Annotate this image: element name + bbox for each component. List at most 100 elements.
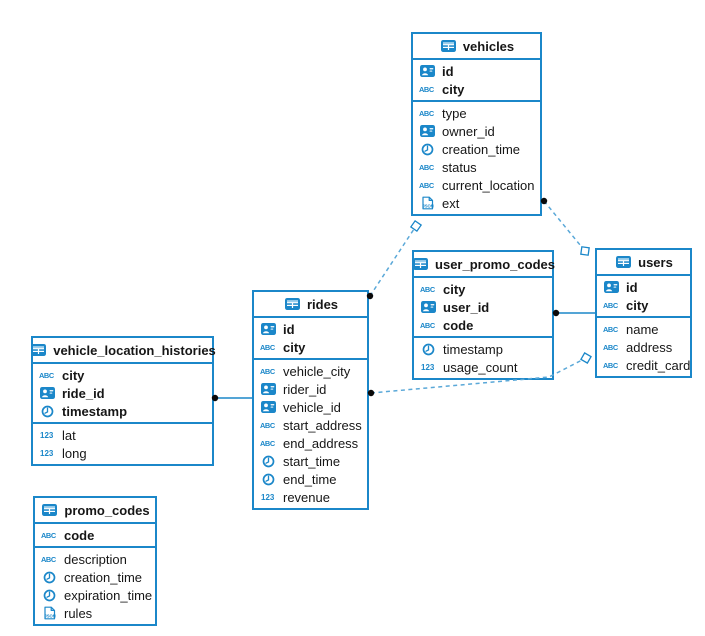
table-header[interactable]: users bbox=[597, 250, 690, 276]
svg-text:ABC: ABC bbox=[41, 555, 57, 564]
field-row-user_id[interactable]: user_id bbox=[414, 298, 552, 316]
field-name: end_time bbox=[283, 471, 337, 487]
svg-text:ABC: ABC bbox=[420, 285, 436, 294]
field-row-usage_count[interactable]: 123 usage_count bbox=[414, 358, 552, 376]
table-icon bbox=[40, 504, 59, 516]
field-row-id[interactable]: id bbox=[597, 278, 690, 296]
table-header[interactable]: user_promo_codes bbox=[413, 252, 555, 278]
field-name: description bbox=[64, 551, 127, 567]
id-badge-icon bbox=[602, 281, 621, 293]
field-name: ext bbox=[442, 195, 460, 211]
field-row-creation_time[interactable]: creation_time bbox=[413, 140, 540, 158]
field-name: lat bbox=[62, 427, 76, 443]
svg-text:ABC: ABC bbox=[603, 343, 619, 352]
field-name: type bbox=[442, 105, 467, 121]
field-row-timestamp[interactable]: timestamp bbox=[414, 340, 552, 358]
text-type-icon: ABC bbox=[602, 324, 621, 334]
id-badge-icon bbox=[418, 125, 437, 137]
svg-text:123: 123 bbox=[421, 363, 435, 372]
field-name: city bbox=[626, 297, 649, 313]
svg-text:ABC: ABC bbox=[41, 531, 57, 540]
table-icon bbox=[439, 40, 458, 52]
svg-text:ABC: ABC bbox=[419, 163, 435, 172]
field-row-vehicle_id[interactable]: vehicle_id bbox=[254, 398, 367, 416]
field-row-creation_time[interactable]: creation_time bbox=[35, 568, 155, 586]
field-row-start_address[interactable]: ABC start_address bbox=[254, 416, 367, 434]
field-name: owner_id bbox=[442, 123, 495, 139]
field-name: user_id bbox=[443, 299, 490, 315]
field-row-ride_id[interactable]: ride_id bbox=[33, 384, 212, 402]
table-header[interactable]: vehicles bbox=[413, 34, 540, 60]
clock-icon bbox=[419, 343, 438, 356]
svg-text:JSON: JSON bbox=[422, 203, 433, 208]
field-row-description[interactable]: ABC description bbox=[35, 550, 155, 568]
id-badge-icon bbox=[419, 301, 438, 313]
table-icon bbox=[614, 256, 633, 268]
field-row-start_time[interactable]: start_time bbox=[254, 452, 367, 470]
field-name: status bbox=[442, 159, 477, 175]
field-row-id[interactable]: id bbox=[254, 320, 367, 338]
text-type-icon: ABC bbox=[419, 284, 438, 294]
text-type-icon: ABC bbox=[259, 438, 278, 448]
field-row-id[interactable]: id bbox=[413, 62, 540, 80]
table-header[interactable]: rides bbox=[254, 292, 367, 318]
field-row-city[interactable]: ABC city bbox=[597, 296, 690, 314]
text-type-icon: ABC bbox=[602, 300, 621, 310]
fields-section: timestamp 123 usage_count bbox=[414, 338, 552, 378]
field-name: start_address bbox=[283, 417, 362, 433]
clock-icon bbox=[38, 405, 57, 418]
clock-icon bbox=[40, 571, 59, 584]
field-row-owner_id[interactable]: owner_id bbox=[413, 122, 540, 140]
field-name: vehicle_city bbox=[283, 363, 351, 379]
field-name: usage_count bbox=[443, 359, 518, 375]
table-title: vehicle_location_histories bbox=[53, 342, 216, 358]
field-row-expiration_time[interactable]: expiration_time bbox=[35, 586, 155, 604]
svg-text:ABC: ABC bbox=[260, 421, 276, 430]
table-header[interactable]: promo_codes bbox=[35, 498, 155, 524]
svg-text:ABC: ABC bbox=[419, 181, 435, 190]
relationship-vehicles-to-users[interactable] bbox=[543, 200, 586, 252]
table-header[interactable]: vehicle_location_histories bbox=[31, 338, 216, 364]
clock-icon bbox=[259, 473, 278, 486]
text-type-icon: ABC bbox=[418, 180, 437, 190]
field-row-ext[interactable]: JSON ext bbox=[413, 194, 540, 212]
cardinality-square-marker bbox=[580, 352, 592, 364]
field-name: start_time bbox=[283, 453, 341, 469]
field-name: creation_time bbox=[64, 569, 143, 585]
field-row-timestamp[interactable]: timestamp bbox=[33, 402, 212, 420]
relationship-rides-to-vehicles[interactable] bbox=[369, 225, 417, 297]
field-row-status[interactable]: ABC status bbox=[413, 158, 540, 176]
field-row-end_time[interactable]: end_time bbox=[254, 470, 367, 488]
field-name: credit_card bbox=[626, 357, 691, 373]
field-row-rider_id[interactable]: rider_id bbox=[254, 380, 367, 398]
